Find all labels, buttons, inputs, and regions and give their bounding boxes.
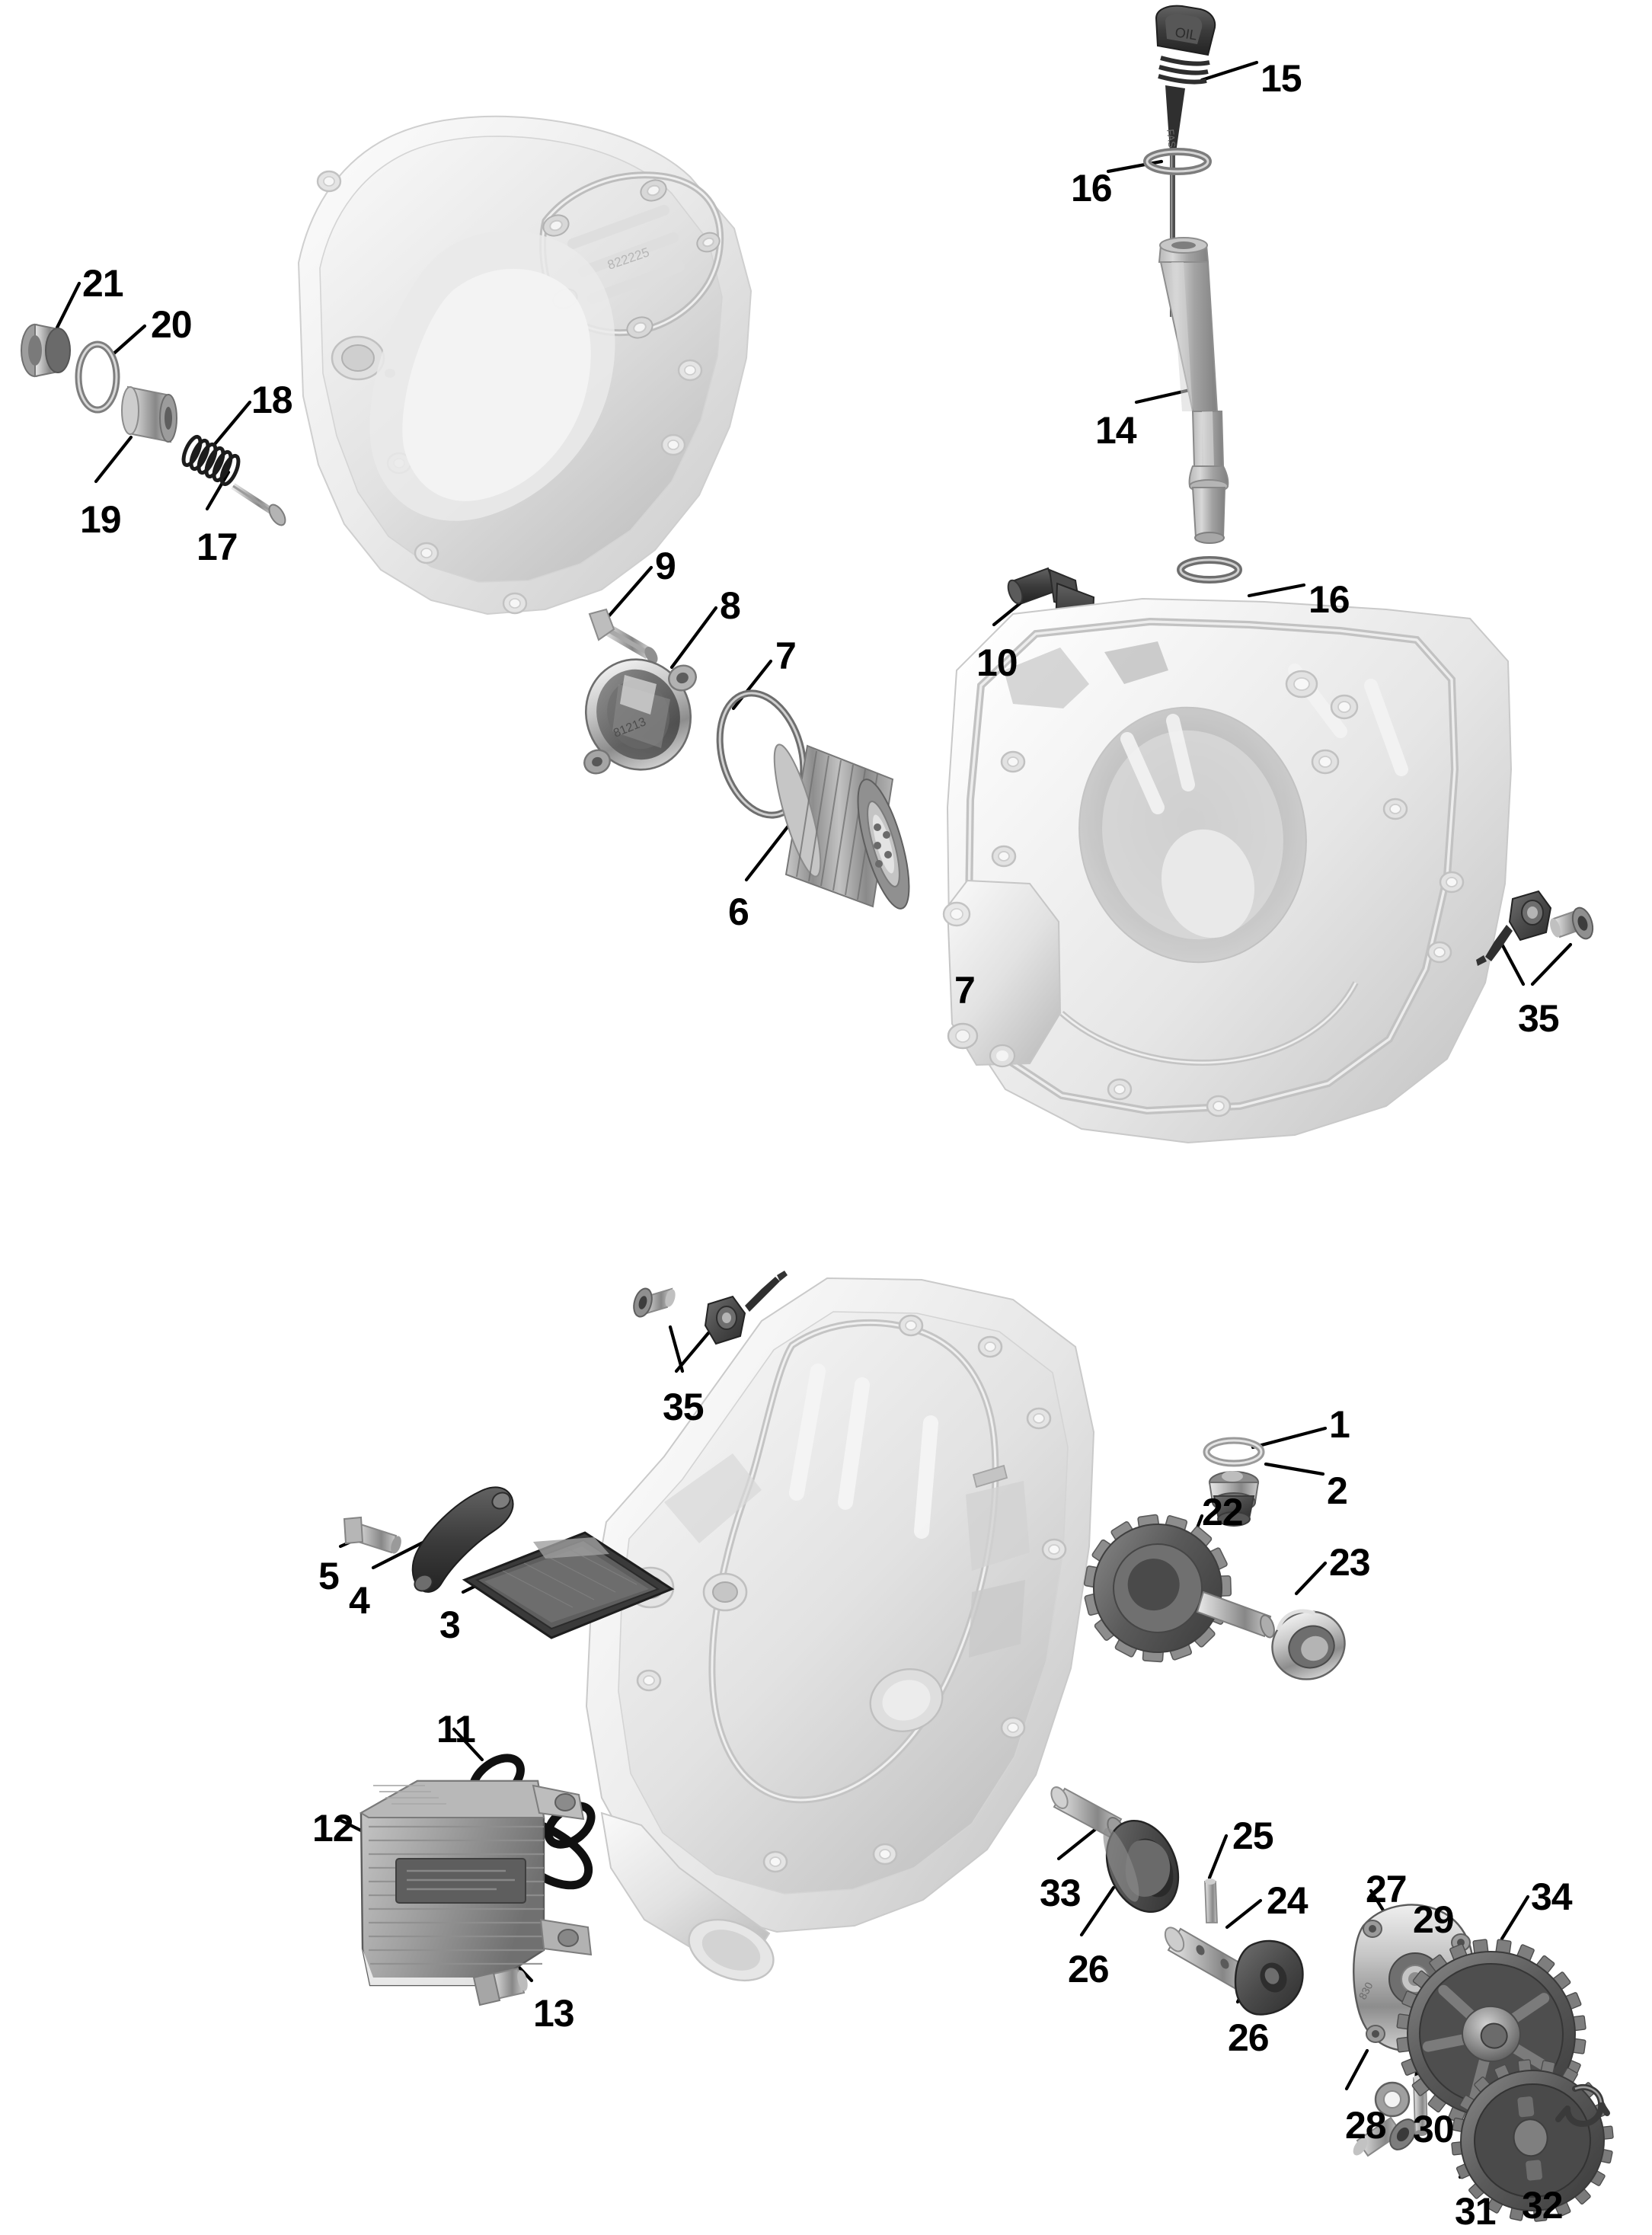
leader-line-oil-filter-cover-o-ring — [731, 659, 773, 711]
part-9-oil-filter-cover-screw — [588, 608, 658, 663]
callout-number-oil-pump-drive-pin: 25 — [1232, 1815, 1274, 1857]
leader-line-sealing-ring-drain-plug — [1251, 1426, 1328, 1450]
callout-number-check-valve-pin: 17 — [197, 526, 238, 568]
part-6-oil-filter-cartridge — [773, 743, 910, 910]
leader-line-check-valve-pin — [205, 470, 231, 511]
callout-number-dipstick: 15 — [1261, 57, 1302, 100]
part-3-oil-strainer-screen — [462, 1531, 675, 1639]
part-23-ball-bearing — [1271, 1609, 1346, 1680]
callout-number-oil-strainer-screen: 3 — [439, 1604, 461, 1646]
callout-number-oil-filter-cover-screw: 9 — [655, 545, 676, 587]
leader-line-dipstick — [1200, 60, 1259, 82]
upper-crankcase-half — [942, 597, 1513, 1144]
callout-number-crankshaft-position-sensor-right: 35 — [1518, 997, 1560, 1040]
callout-number-oil-pump-cover-screw: 28 — [1345, 2104, 1387, 2147]
part-19-regulator-piston — [121, 385, 177, 443]
part-21-regulator-plug — [21, 323, 71, 378]
leader-line-oil-pump-cover-screw — [1344, 2048, 1369, 2091]
part-25-oil-pump-drive-pin — [1204, 1878, 1218, 1923]
callout-number-oil-pump-washer: 29 — [1413, 1898, 1455, 1941]
leader-line-oil-pump-rotor-outer — [1079, 1885, 1116, 1937]
lower-crankcase-half — [585, 1277, 1095, 1982]
part-13-oil-cooler-screw — [472, 1967, 528, 2006]
callout-number-check-valve-spring: 18 — [251, 379, 293, 421]
callout-number-balance-shaft-driven-gear: 34 — [1531, 1875, 1573, 1918]
part-29-oil-pump-washer — [1374, 2081, 1411, 2118]
callout-number-hex-flange-screw: 5 — [318, 1555, 340, 1597]
leader-line-crankshaft-position-sensor-right — [1497, 936, 1526, 986]
callout-number-strainer-retaining-bracket: 4 — [349, 1579, 370, 1622]
leader-line-oil-pressure-regulator-piston — [94, 435, 133, 484]
part-1-sealing-ring — [1203, 1437, 1265, 1467]
callout-number-crankshaft-position-sensor-left: 35 — [663, 1386, 705, 1428]
part-2-magnetic-drain-plug — [1208, 1471, 1260, 1527]
callout-number-oil-pump-rotor-inner: 26 — [1228, 2016, 1270, 2059]
callout-number-oil-pump-cover: 27 — [1366, 1868, 1408, 1910]
callout-number-oil-cooler-screw: 13 — [533, 1992, 575, 2035]
dipstick-oil-text: OIL — [1174, 24, 1198, 43]
callout-number-oil-pump-housing-pointer: 7 — [954, 969, 976, 1012]
part-34-balance-shaft-driven-gear — [1396, 1939, 1586, 2129]
leader-line-regulator-o-ring — [108, 324, 147, 359]
callout-number-oil-pump-locating-pin: 30 — [1413, 2108, 1455, 2150]
callout-number-balance-shaft: 33 — [1040, 1872, 1082, 1914]
callout-number-magnetic-drain-plug: 2 — [1327, 1469, 1348, 1512]
part-22-balance-shaft-drive-gear — [1083, 1514, 1275, 1663]
callout-number-oil-pressure-regulator-piston: 19 — [80, 498, 122, 541]
leader-line-check-valve-spring — [212, 400, 252, 446]
leader-line-oil-pump-shaft — [1225, 1898, 1263, 1930]
callout-number-oil-filter-cover-o-ring: 7 — [775, 635, 797, 677]
callout-number-regulator-plug: 21 — [82, 262, 124, 305]
callout-number-dipstick-o-ring-upper: 16 — [1071, 167, 1113, 209]
part-32-circlip — [1555, 2084, 1610, 2128]
leader-line-magnetic-drain-plug — [1264, 1462, 1325, 1476]
callout-number-oil-pump-shaft: 24 — [1267, 1879, 1308, 1922]
callout-number-dipstick-tube-o-ring-lower: 16 — [1308, 578, 1350, 621]
part-20-regulator-o-ring — [75, 341, 120, 414]
leader-line-balance-shaft-driven-gear — [1500, 1894, 1530, 1941]
part-28-oil-pump-cover-screw — [1353, 2116, 1417, 2157]
callout-number-ball-bearing: 23 — [1329, 1541, 1371, 1584]
callout-number-oil-pump-driven-gear: 31 — [1455, 2190, 1497, 2233]
leader-line-oil-cooler-seal-ring-set — [452, 1727, 484, 1762]
part-7-oil-filter-o-ring — [716, 689, 807, 819]
callout-number-oil-cooler-seal-ring-set: 11 — [436, 1708, 476, 1751]
callout-number-oil-pump-rotor-outer: 26 — [1068, 1948, 1110, 1990]
part-17-check-valve-pin — [231, 483, 286, 526]
callout-number-oil-pressure-switch: 10 — [976, 641, 1018, 684]
leader-line-regulator-plug — [55, 281, 81, 330]
part-35-sensor-left — [704, 1271, 788, 1345]
part-14-dipstick-tube — [1158, 237, 1229, 544]
part-16-dipstick-o-ring-upper — [1143, 148, 1212, 175]
leader-line-crankshaft-position-sensor-left-screw — [668, 1325, 685, 1373]
clutch-cover-assembly: 822225 — [297, 115, 753, 616]
leader-line-oil-filter-cover — [669, 606, 718, 670]
part-35-sensor-screw-right — [1550, 906, 1594, 940]
part-16-dipstick-tube-o-ring-lower — [1177, 556, 1242, 584]
callout-number-regulator-o-ring: 20 — [151, 303, 193, 346]
leader-line-balance-shaft — [1056, 1826, 1099, 1861]
callout-number-circlip: 32 — [1522, 2184, 1564, 2227]
part-18-check-valve-spring — [181, 434, 241, 487]
leader-line-oil-pump-drive-pin — [1207, 1834, 1229, 1880]
part-26-oil-pump-inner-rotor — [1234, 1939, 1304, 2016]
leader-line-oil-filter-cartridge — [744, 823, 791, 882]
leader-line-dipstick-tube-o-ring-lower — [1247, 583, 1306, 598]
callout-number-dipstick-tube: 14 — [1095, 409, 1137, 452]
part-5-hex-flange-screw — [343, 1516, 401, 1554]
callout-number-balance-shaft-drive-gear: 22 — [1202, 1491, 1244, 1533]
part-35-sensor-screw-left — [633, 1287, 676, 1318]
part-8-oil-filter-cover: 81213 — [583, 658, 697, 775]
leader-line-crankshaft-position-sensor-right-screw — [1530, 942, 1573, 986]
part-26-oil-pump-outer-rotor — [1103, 1819, 1180, 1914]
part-35-sensor-right — [1476, 890, 1552, 966]
leader-line-oil-filter-cover-screw — [607, 565, 653, 618]
callout-number-oil-filter-cover: 8 — [720, 584, 741, 627]
callout-number-sealing-ring-drain-plug: 1 — [1329, 1403, 1350, 1446]
leader-line-ball-bearing — [1294, 1561, 1328, 1596]
callout-number-oil-cooler: 12 — [312, 1807, 354, 1850]
part-4-strainer-bracket — [411, 1486, 514, 1593]
callout-number-oil-filter-cartridge: 6 — [728, 890, 749, 933]
